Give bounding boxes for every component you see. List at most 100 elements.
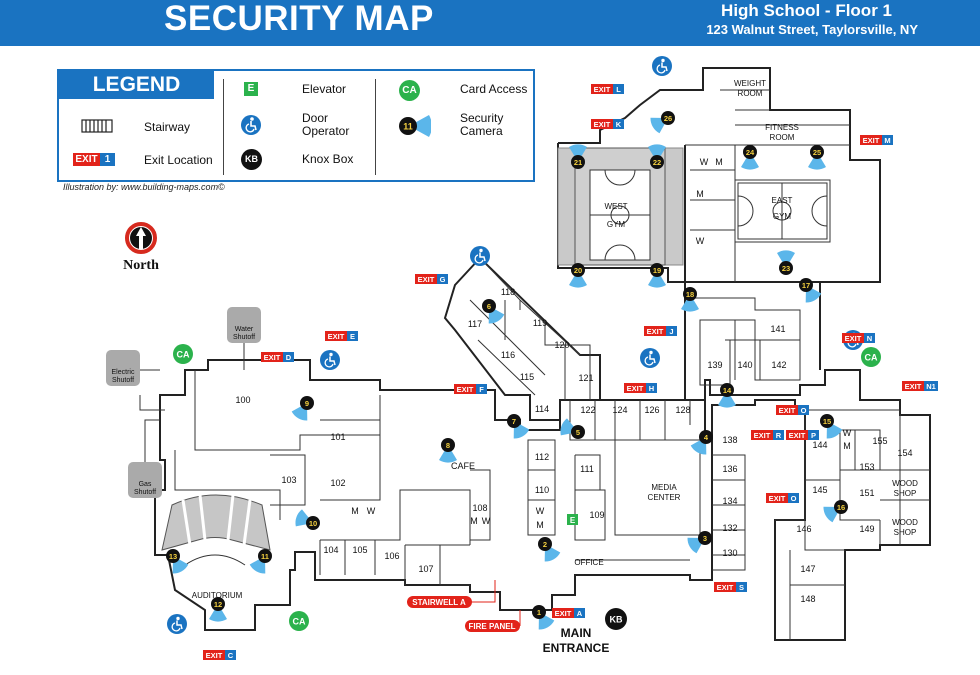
room-label: 101 [330,432,345,442]
exit-num: 1 [100,153,115,166]
security-camera: 24 [741,145,759,170]
room-label: ROOM [770,133,795,142]
exit-marker: EXIT M [860,135,893,145]
illustration-credit: Illustration by: www.building-maps.com© [63,182,225,192]
exit-word: EXIT [594,85,611,94]
camera-number: 15 [823,417,831,426]
camera-number: 21 [574,158,582,167]
north-label: North [123,258,159,273]
svg-text:KB: KB [610,615,623,625]
room-label: WOOD [892,518,918,527]
exit-label: M [884,136,890,145]
room-label: 117 [468,319,482,329]
room-label: 144 [812,440,827,450]
school-address: 123 Walnut Street, Taylorsville, NY [706,22,918,37]
svg-text:Shutoff: Shutoff [233,334,255,341]
camera-number: 13 [169,552,177,561]
room-label: OFFICE [574,558,603,567]
room-label: CAFE [451,461,475,471]
camera-number: 18 [686,290,694,299]
camera-number: 25 [813,148,821,157]
camera-number: 6 [487,302,491,311]
room-label: 121 [578,373,593,383]
security-camera: 26 [650,111,675,134]
security-camera: 16 [823,500,848,523]
legend-door-operator-label: Door Operator [302,111,350,138]
security-camera: 11 [249,549,272,574]
door-operator-icon [241,115,261,135]
room-label: M [696,189,704,199]
room-label: GYM [773,212,792,221]
header-bar: SECURITY MAP High School - Floor 1 123 W… [0,0,980,46]
room-label: 112 [535,452,549,462]
room-label: 142 [771,360,786,370]
room-label: 153 [859,462,874,472]
room-label: 138 [722,435,737,445]
security-camera: 14 [718,383,736,408]
room-label: AUDITORIUM [192,591,243,600]
legend-knox-label: Knox Box [302,152,354,166]
security-camera: 22 [648,144,666,169]
page-title: SECURITY MAP [164,0,434,38]
room-label: 154 [897,448,912,458]
room-label: CENTER [648,493,681,502]
north-arrow: North [123,222,159,273]
east-gym [734,179,831,243]
legend-card-access-label: Card Access [460,82,528,96]
exit-word: EXIT [457,385,474,394]
west-gym [557,147,684,266]
room-label: 151 [859,488,874,498]
exit-label: S [739,583,744,592]
svg-text:E: E [570,516,576,525]
security-camera: 8 [439,438,457,463]
security-camera: 20 [569,263,587,288]
door-operator-icon [470,246,490,266]
exit-marker: EXIT L [591,84,624,94]
room-label: SHOP [894,528,917,537]
door-operator-icon [652,56,672,76]
room-label: M [470,516,478,526]
exit-word: EXIT [73,153,100,166]
utilities: Water Shutoff Electric Shutoff Gas Shuto… [106,307,261,498]
room-label: 102 [330,478,345,488]
svg-text:CA: CA [177,350,190,360]
room-label: WEIGHT [734,79,766,88]
exit-label: H [649,384,654,393]
exit-word: EXIT [754,431,771,440]
exit-label: N [867,334,872,343]
svg-text:Shutoff: Shutoff [134,489,156,496]
camera-number: 1 [537,608,541,617]
room-label: 110 [535,485,549,495]
exit-label: L [616,85,621,94]
room-label: M [351,506,359,516]
security-camera: 7 [507,414,530,439]
room-label: MEDIA [651,483,677,492]
room-label: 111 [580,464,594,474]
callouts: STAIRWELL A FIRE PANEL [407,580,521,632]
camera-number: 14 [723,386,732,395]
exit-word: EXIT [264,353,281,362]
stairway-icon [81,119,113,133]
room-label: ROOM [738,89,763,98]
room-label: 114 [535,404,549,414]
camera-num: 11 [403,122,413,132]
camera-number: 24 [746,148,755,157]
room-label: 140 [737,360,752,370]
exit-word: EXIT [863,136,880,145]
security-camera: 19 [648,263,666,288]
legend-divider [223,79,224,175]
room-label: M [536,520,544,530]
room-label: 118 [501,287,515,297]
exit-label: G [440,275,446,284]
